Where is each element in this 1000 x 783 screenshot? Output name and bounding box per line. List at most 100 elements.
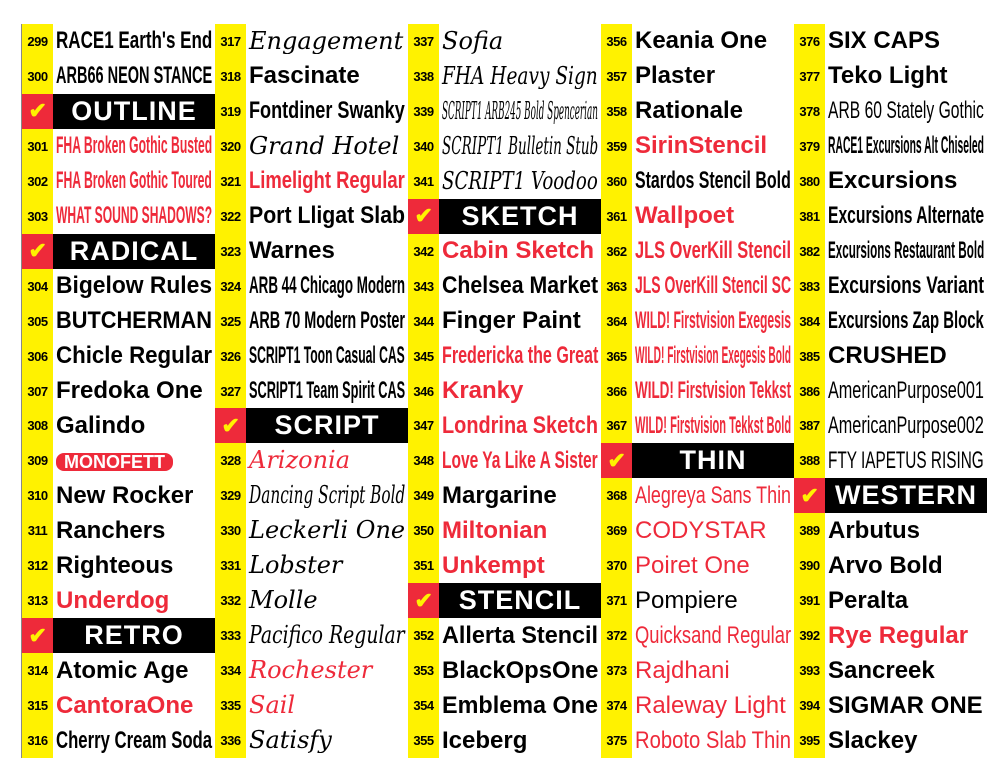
category-label: SKETCH [461,202,579,230]
font-number: 302 [27,173,48,189]
font-name: Galindo [53,414,215,438]
font-name: WILD! Firstvision Tekkst Bold [632,414,794,438]
font-sample: Arvo Bold [828,553,943,578]
font-sample: Underdog [56,588,170,613]
font-number: 381 [799,208,820,224]
category-header: ✔THIN [601,443,794,479]
font-number: 355 [413,733,434,749]
checkmark-icon: ✔ [22,233,53,269]
font-sample: ARB 60 Stately Gothic [828,99,984,124]
category-header: ✔WESTERN [794,478,987,514]
font-entry: 362 JLS OverKill Stencil [601,234,794,269]
font-entry: 381 Excursions Alternate [794,199,987,234]
font-sample: Raleway Light [635,693,786,718]
font-name: BlackOpsOne [439,659,601,683]
font-number: 379 [799,138,820,154]
font-number: 329 [220,488,241,504]
font-name: RACE1 Excursions Alt Chiseled [825,134,987,158]
font-name: Londrina Sketch [439,414,601,438]
font-name: MONOFETT [53,449,215,473]
font-number: 364 [606,313,627,329]
font-name: Port Lligat Slab [246,204,408,228]
font-sample: AmericanPurpose002 [828,413,984,438]
font-number: 340 [413,138,434,154]
category-title: RETRO [53,622,215,649]
font-sample: Teko Light [828,64,948,89]
font-sample: Arizonia [249,448,351,474]
font-name: Excursions [825,169,987,193]
font-sample: Sail [249,693,296,719]
font-number: 384 [799,313,820,329]
font-number: 311 [27,523,48,539]
font-sample: WILD! Firstvision Tekkst Bold [635,413,792,438]
font-name: Satisfy [246,728,408,753]
font-sample: Kranky [442,379,524,403]
font-sample: Grand Hotel [249,133,400,159]
font-number: 362 [606,243,627,259]
font-name: Ranchers [53,519,215,543]
font-sample: Londrina Sketch [442,413,599,438]
font-sample: BlackOpsOne [442,658,599,683]
font-sample: Quicksand Regular [635,623,792,648]
font-sample: Engagement [249,28,404,54]
font-sample: Cabin Sketch [442,239,595,264]
font-name: Pompiere [632,589,794,613]
font-number: 304 [27,278,48,294]
category-header: ✔SCRIPT [215,408,408,444]
font-name: SIGMAR ONE [825,694,987,718]
category-header: ✔RETRO [22,618,215,654]
font-sample: Pompiere [635,588,738,613]
font-number: 371 [606,593,627,609]
font-number: 308 [27,418,48,434]
font-sample: Port Lligat Slab [249,204,406,229]
font-number: 352 [413,628,434,644]
font-sample: Excursions Alternate [828,204,985,229]
font-sample: Molle [249,588,318,614]
font-entry: 304 Bigelow Rules [22,269,215,304]
font-number: 339 [413,103,434,119]
category-header: ✔OUTLINE [22,93,215,129]
font-number: 380 [799,173,820,189]
font-name: Miltonian [439,519,601,543]
font-name: ARB 60 Stately Gothic [825,99,987,123]
font-sample: Bigelow Rules [56,274,213,299]
font-name: Leckerli One [246,518,408,543]
font-number: 391 [799,593,820,609]
font-sample: Pacifico Regular [249,623,405,649]
font-name: Excursions Alternate [825,204,987,228]
font-sample: CRUSHED [828,344,947,369]
font-name: Allerta Stencil [439,624,601,648]
font-sample: SIX CAPS [828,29,941,54]
font-sample: Ranchers [56,518,166,543]
font-number: 312 [27,558,48,574]
font-entry: 379 RACE1 Excursions Alt Chiseled [794,129,987,164]
font-name: RACE1 Earth's End [53,29,215,53]
font-number: 390 [799,558,820,574]
font-name: JLS OverKill Stencil [632,239,794,263]
font-name: New Rocker [53,484,215,508]
font-sample: Atomic Age [56,658,189,683]
font-sample: Chicle Regular [56,344,213,369]
font-number: 322 [220,208,241,224]
font-sample: CantoraOne [56,693,194,718]
font-name: Teko Light [825,64,987,88]
font-number: 363 [606,278,627,294]
font-sample: Roboto Slab Thin [635,728,792,753]
